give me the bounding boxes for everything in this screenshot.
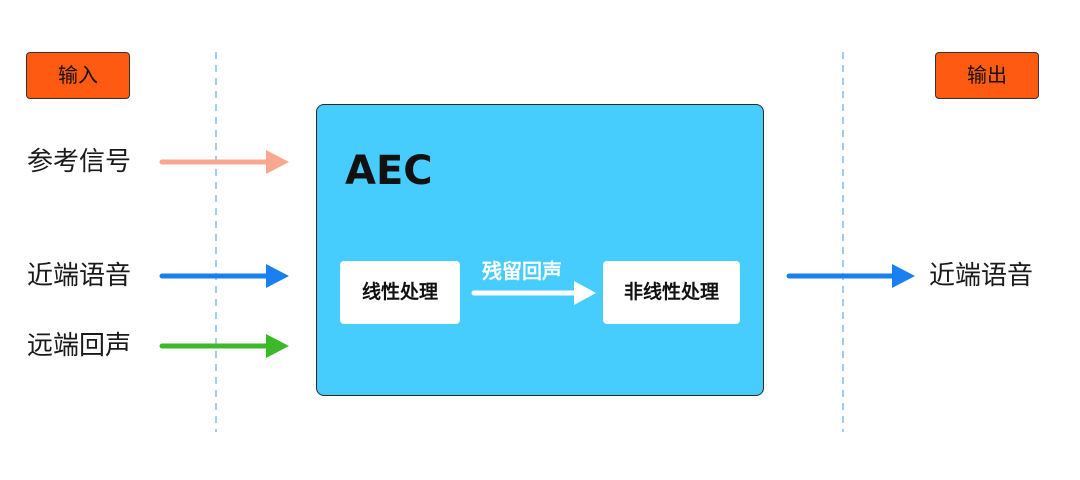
- residual-echo-label: 残留回声: [482, 259, 562, 283]
- near-end-speech-arrow: [159, 264, 289, 288]
- residual-echo-arrow: [471, 281, 596, 305]
- reference-signal-arrow: [159, 150, 289, 174]
- input-label-near-end-speech: 近端语音: [27, 261, 132, 291]
- output-arrow: [786, 264, 915, 288]
- input-label-far-end-echo: 远端回声: [27, 331, 132, 361]
- aec-title: AEC: [345, 148, 433, 194]
- output-tag: 输出: [935, 52, 1039, 99]
- nonlinear-processing-block: 非线性处理: [603, 261, 740, 324]
- output-label-near-end-speech: 近端语音: [929, 261, 1034, 291]
- input-tag: 输入: [26, 52, 130, 99]
- aec-module: [316, 104, 764, 396]
- far-end-echo-arrow: [159, 334, 289, 358]
- linear-processing-block: 线性处理: [340, 261, 460, 324]
- input-label-reference-signal: 参考信号: [27, 147, 132, 177]
